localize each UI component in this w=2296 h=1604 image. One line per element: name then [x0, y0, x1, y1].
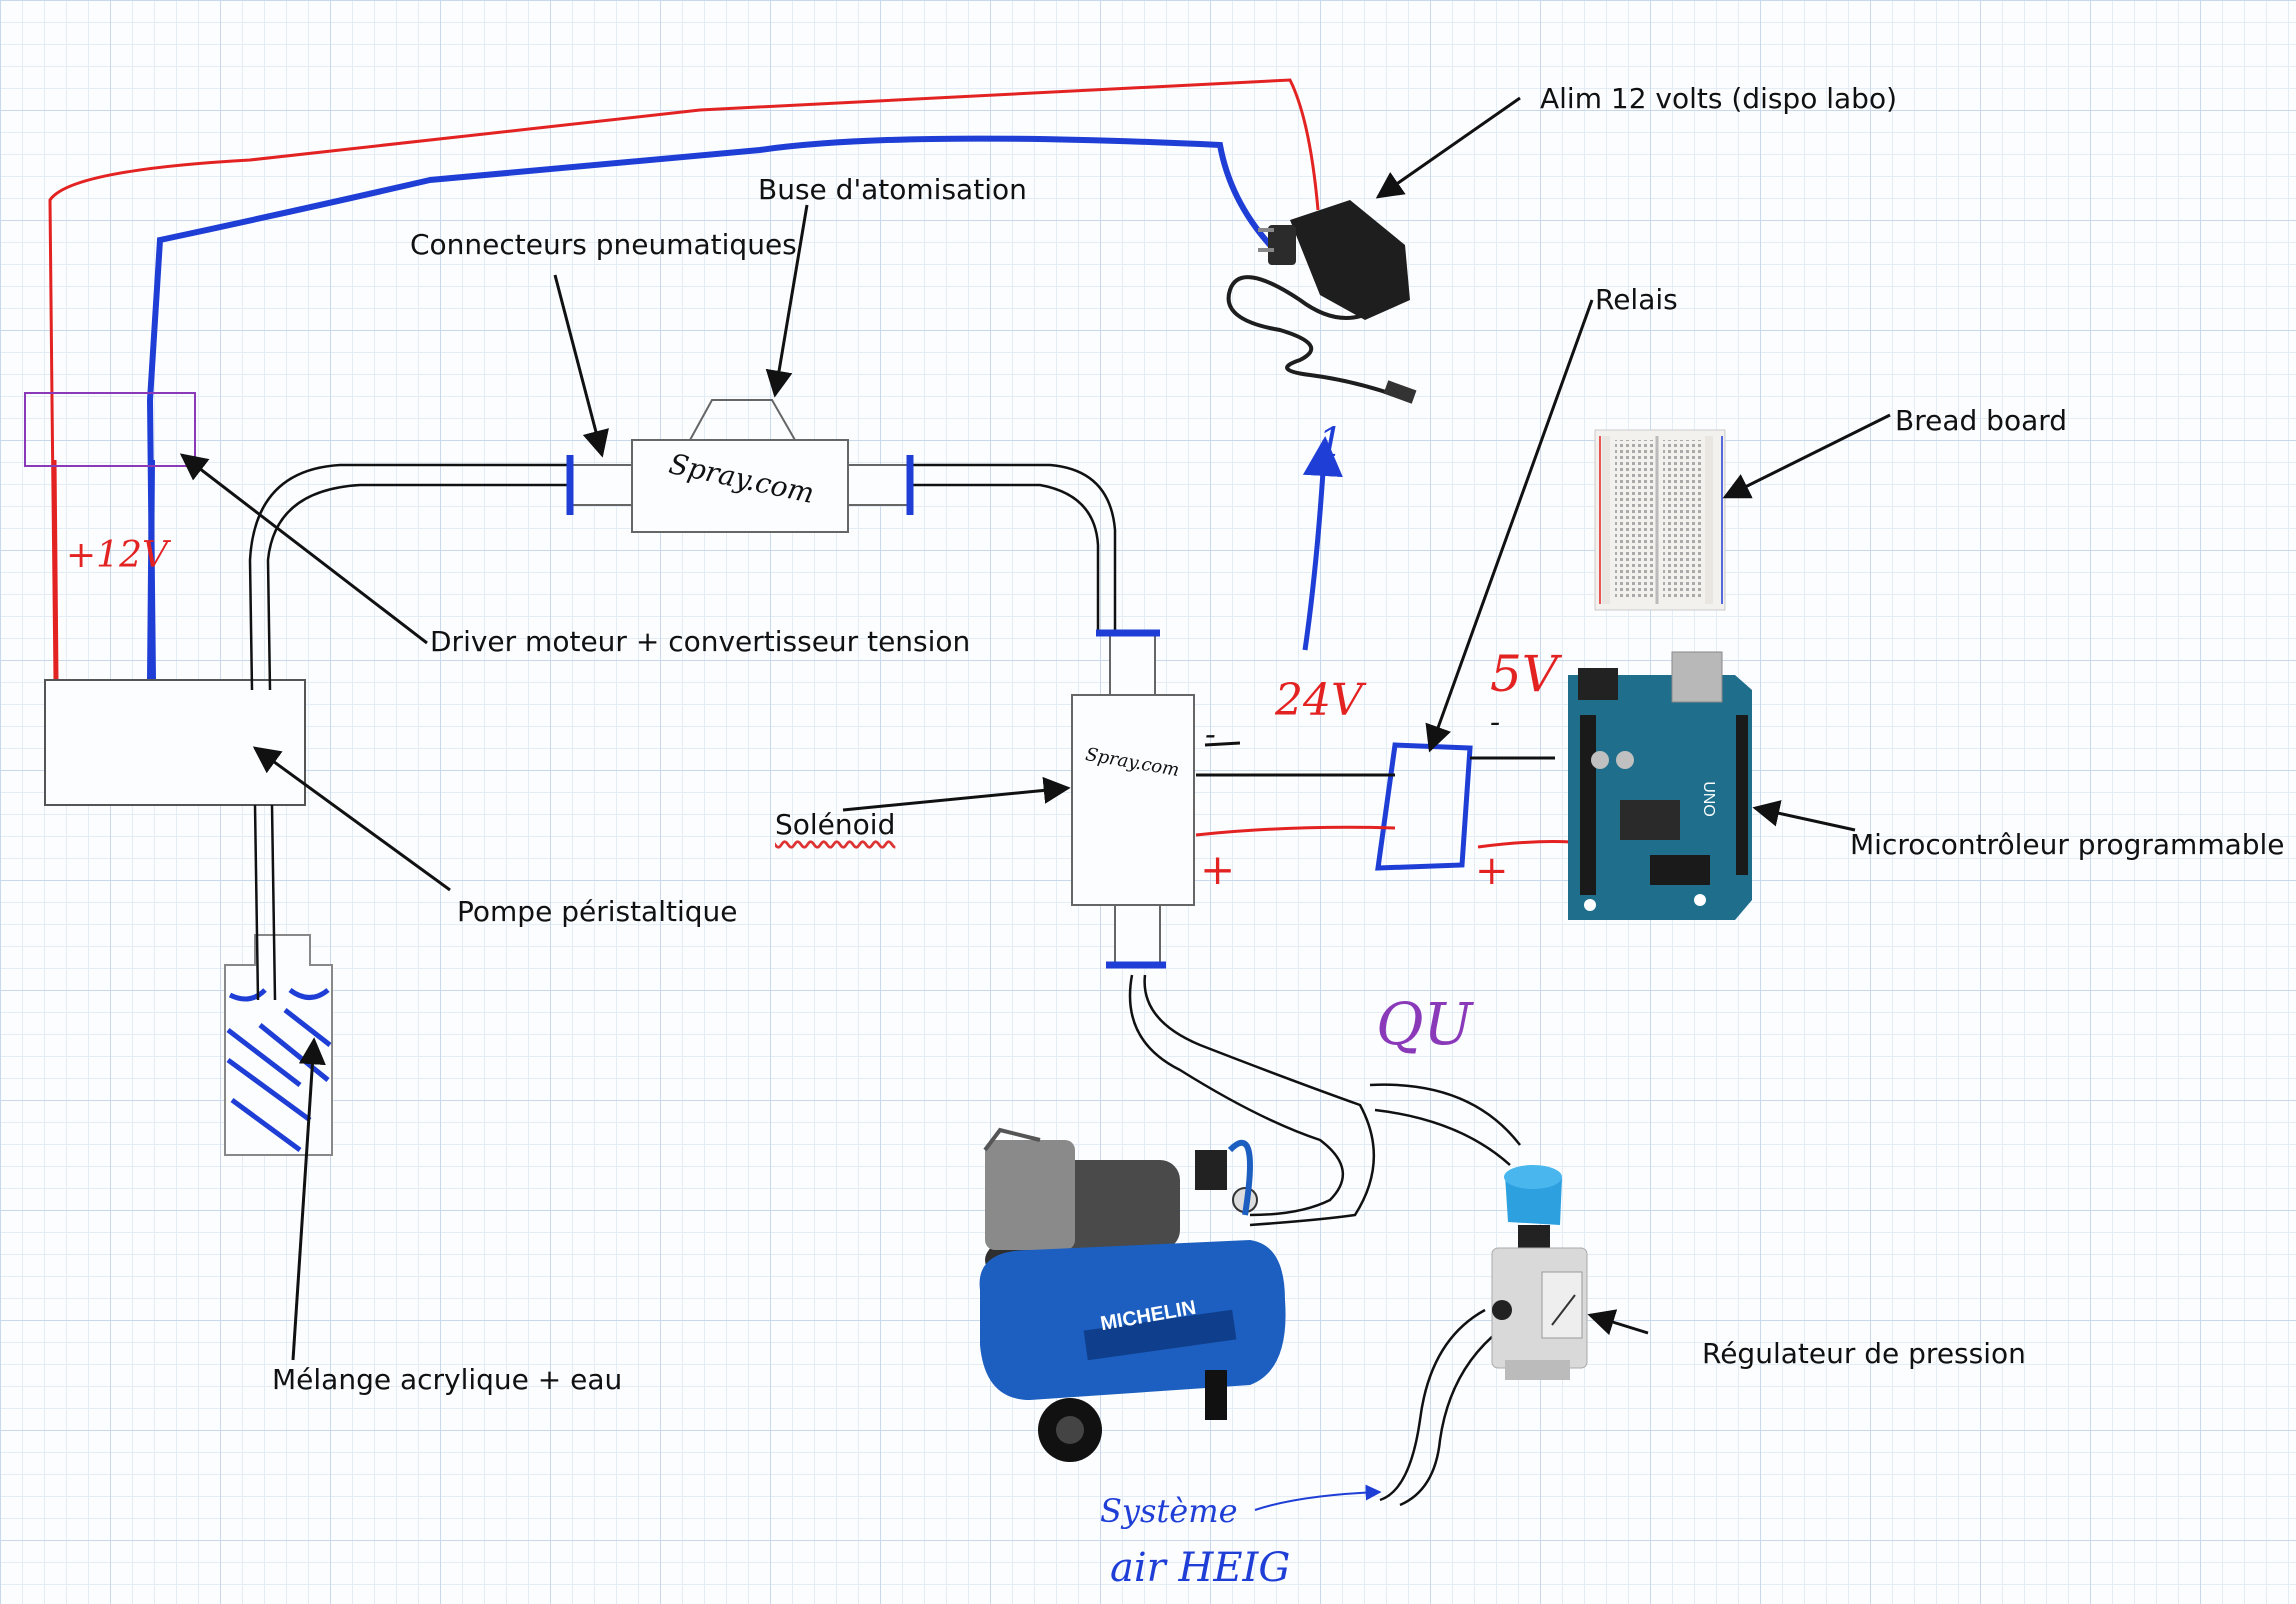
power-adapter-icon — [1226, 200, 1417, 404]
hose-to-regulator — [1369, 1083, 1521, 1166]
hand-label-24v: 24V — [1275, 675, 1363, 726]
atomizer-nozzle — [566, 399, 914, 533]
arrow-micro — [1752, 800, 1856, 832]
blue-power-wire — [146, 135, 1273, 681]
hand-minus-solenoid: - — [1205, 715, 1216, 753]
hand-minus-relay: - — [1490, 705, 1501, 740]
hand-label-12v: +12V — [66, 535, 168, 576]
arrow-pompe — [252, 746, 451, 892]
blue-wire-lower — [147, 459, 155, 681]
label-driver: Driver moteur + convertisseur tension — [430, 625, 971, 658]
air-compressor-icon — [979, 1127, 1286, 1462]
arrow-connecteurs — [553, 274, 609, 458]
label-breadboard: Bread board — [1895, 404, 2068, 437]
relay-component — [1195, 741, 1573, 871]
voltage-24v-arrow — [1302, 436, 1343, 651]
arrow-solenoid — [842, 776, 1071, 812]
hose-solenoid-to-compressor — [1128, 974, 1375, 1227]
hand-label-5v: 5V — [1490, 645, 1558, 703]
label-buse: Buse d'atomisation — [758, 173, 1027, 206]
label-pompe: Pompe péristaltique — [457, 895, 738, 928]
arduino-model-text: UNO — [1699, 781, 1717, 817]
label-connecteurs: Connecteurs pneumatiques — [410, 228, 797, 261]
arrow-alim — [1375, 96, 1521, 199]
pressure-regulator-icon — [1491, 1165, 1588, 1380]
hose-pump-to-buse — [248, 463, 570, 691]
label-melange: Mélange acrylique + eau — [272, 1363, 623, 1396]
breadboard-holes-right — [1663, 440, 1701, 600]
label-alim: Alim 12 volts (dispo labo) — [1540, 82, 1897, 115]
hand-plus-relay: + — [1475, 848, 1509, 894]
arrow-regulateur — [1587, 1309, 1649, 1336]
hand-label-systeme: Système — [1100, 1492, 1238, 1530]
label-regulateur: Régulateur de pression — [1702, 1337, 2026, 1370]
hose-buse-to-solenoid — [912, 463, 1117, 630]
pointer-arrows — [179, 96, 1891, 1361]
driver-box — [24, 392, 196, 467]
arrow-heig — [1254, 1484, 1382, 1511]
solenoid-valve — [1071, 629, 1195, 969]
label-micro: Microcontrôleur programmable — [1850, 828, 2285, 861]
hose-container-to-pump — [253, 804, 277, 1001]
breadboard-icon — [1594, 429, 1726, 611]
red-power-wire — [48, 78, 1320, 681]
arrow-relais — [1425, 299, 1594, 753]
hand-plus-solenoid: + — [1200, 845, 1236, 894]
arrow-driver — [179, 453, 428, 645]
pump-box — [44, 679, 306, 806]
hand-label-heig: air HEIG — [1110, 1545, 1291, 1591]
arrow-breadboard — [1722, 413, 1891, 499]
arrow-buse — [765, 204, 809, 398]
arduino-board-icon — [1568, 651, 1752, 920]
hand-label-qu: QU — [1376, 990, 1473, 1058]
breadboard-holes-left — [1615, 440, 1653, 600]
hose-regulator-to-heig — [1379, 1308, 1501, 1507]
arrow-melange — [291, 1037, 326, 1361]
label-relais: Relais — [1595, 283, 1678, 316]
hand-one-marker: 1 — [1318, 420, 1344, 466]
label-solenoid: Solénoid — [775, 808, 896, 841]
red-wire-lower — [53, 459, 59, 681]
liquid-container-icon — [224, 934, 333, 1156]
